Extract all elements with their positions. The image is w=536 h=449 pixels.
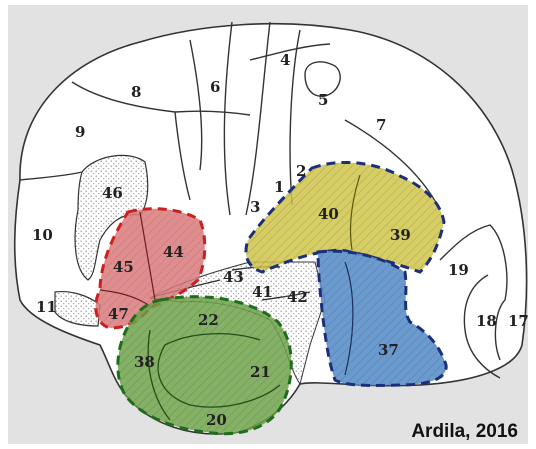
area-label-41: 41: [252, 283, 273, 301]
area-label-8: 8: [131, 83, 141, 101]
area-label-18: 18: [476, 312, 497, 330]
area-label-6: 6: [210, 78, 220, 96]
area-label-1: 1: [274, 178, 284, 196]
area-label-22: 22: [198, 311, 219, 329]
area-label-39: 39: [390, 226, 411, 244]
figure-credit: Ardila, 2016: [411, 421, 518, 443]
area-label-38: 38: [134, 353, 155, 371]
area-label-10: 10: [32, 226, 53, 244]
area-label-45: 45: [113, 258, 134, 276]
area-label-21: 21: [250, 363, 271, 381]
area-label-5: 5: [318, 91, 328, 109]
area-label-43: 43: [223, 268, 244, 286]
area-label-46: 46: [102, 184, 123, 202]
area-label-2: 2: [296, 162, 306, 180]
area-label-20: 20: [206, 411, 227, 429]
area-label-37: 37: [378, 341, 399, 359]
area-label-11: 11: [36, 298, 57, 316]
area-label-17: 17: [508, 312, 529, 330]
area-label-44: 44: [163, 243, 184, 261]
area-label-42: 42: [287, 288, 308, 306]
area-label-4: 4: [280, 51, 290, 69]
area-label-19: 19: [448, 261, 469, 279]
area-label-47: 47: [108, 305, 129, 323]
area-label-7: 7: [376, 116, 386, 134]
area-label-9: 9: [75, 123, 85, 141]
area-label-40: 40: [318, 205, 339, 223]
area-label-3: 3: [250, 198, 260, 216]
